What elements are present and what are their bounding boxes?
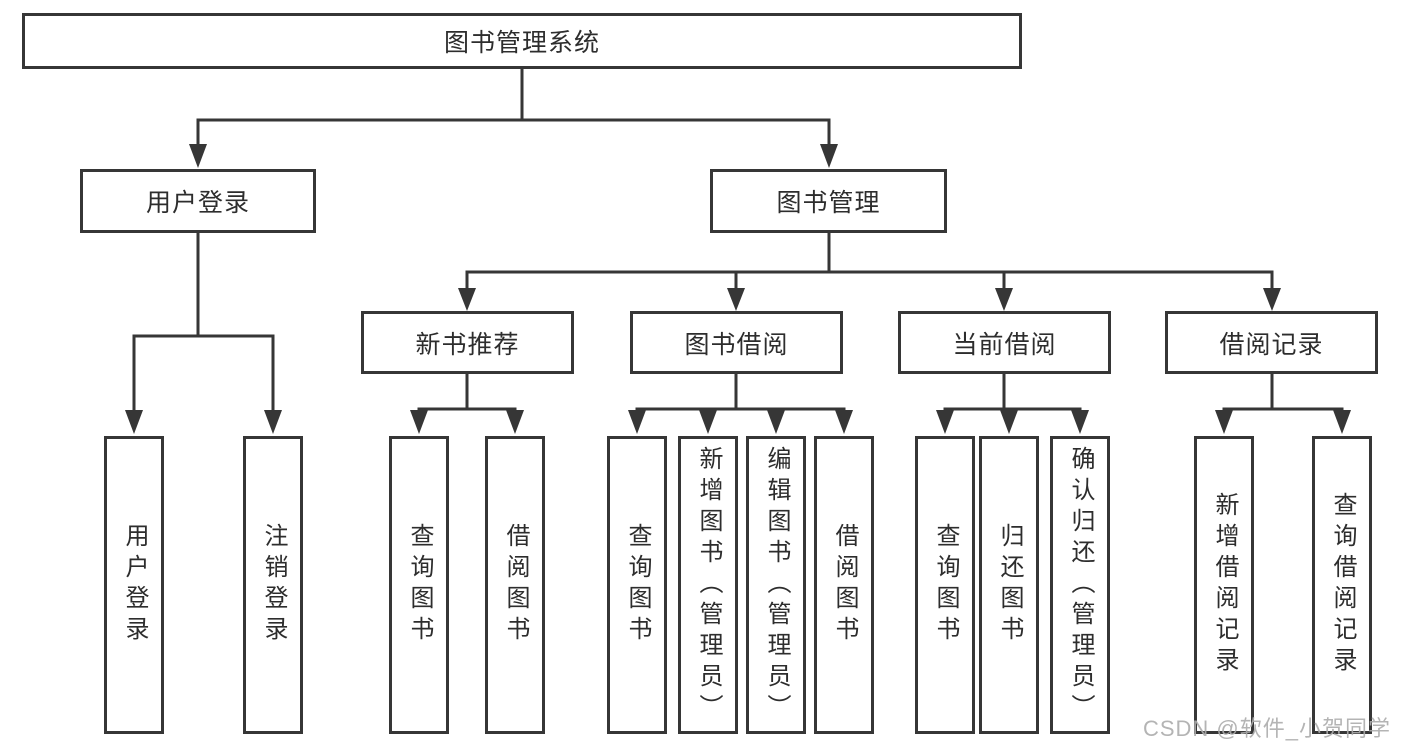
node-label: 图书管理 — [776, 189, 881, 217]
node-label: 查询借阅记录 — [1329, 492, 1356, 678]
node-label: 图书借阅 — [684, 330, 789, 359]
leaf-query-books-current: 查询图书 — [915, 436, 975, 734]
leaf-query-books-borrow: 查询图书 — [607, 436, 667, 734]
node-label: 归还图书 — [996, 523, 1023, 647]
node-label: 借阅图书 — [831, 523, 858, 647]
node-book-management: 图书管理 — [710, 169, 947, 233]
node-label: 确认归还（管理员） — [1067, 445, 1094, 725]
leaf-borrow-books-recommend: 借阅图书 — [485, 436, 545, 734]
node-label: 查询图书 — [932, 523, 959, 647]
node-label: 当前借阅 — [952, 330, 1057, 359]
node-label: 注销登录 — [260, 523, 287, 647]
node-label: 用户登录 — [145, 189, 250, 217]
leaf-borrow-books: 借阅图书 — [814, 436, 874, 734]
leaf-query-books-recommend: 查询图书 — [389, 436, 449, 734]
leaf-return-books: 归还图书 — [979, 436, 1039, 734]
node-new-book-recommendation: 新书推荐 — [361, 311, 574, 374]
leaf-add-borrow-record: 新增借阅记录 — [1194, 436, 1254, 734]
node-borrowing-records: 借阅记录 — [1165, 311, 1378, 374]
node-label: 借阅记录 — [1219, 330, 1324, 359]
leaf-user-login: 用户登录 — [104, 436, 164, 734]
arrowheads — [125, 144, 1351, 434]
node-user-login: 用户登录 — [80, 169, 316, 233]
leaf-edit-book-admin: 编辑图书（管理员） — [746, 436, 806, 734]
leaf-add-book-admin: 新增图书（管理员） — [678, 436, 738, 734]
node-label: 新增图书（管理员） — [695, 445, 722, 725]
csdn-watermark: CSDN @软件_小贺同学 — [1142, 716, 1391, 741]
node-label: 用户登录 — [121, 523, 148, 647]
leaf-query-borrow-record: 查询借阅记录 — [1312, 436, 1372, 734]
node-label: 图书管理系统 — [443, 29, 600, 57]
node-label: 查询图书 — [406, 523, 433, 647]
node-book-management-system: 图书管理系统 — [22, 13, 1022, 69]
leaf-confirm-return-admin: 确认归还（管理员） — [1050, 436, 1110, 734]
leaf-logout: 注销登录 — [243, 436, 303, 734]
node-label: 新书推荐 — [415, 330, 520, 359]
node-label: 查询图书 — [624, 523, 651, 647]
node-label: 编辑图书（管理员） — [763, 445, 790, 725]
node-book-borrowing: 图书借阅 — [630, 311, 843, 374]
node-label: 借阅图书 — [502, 523, 529, 647]
node-current-borrowing: 当前借阅 — [898, 311, 1111, 374]
node-label: 新增借阅记录 — [1211, 492, 1238, 678]
